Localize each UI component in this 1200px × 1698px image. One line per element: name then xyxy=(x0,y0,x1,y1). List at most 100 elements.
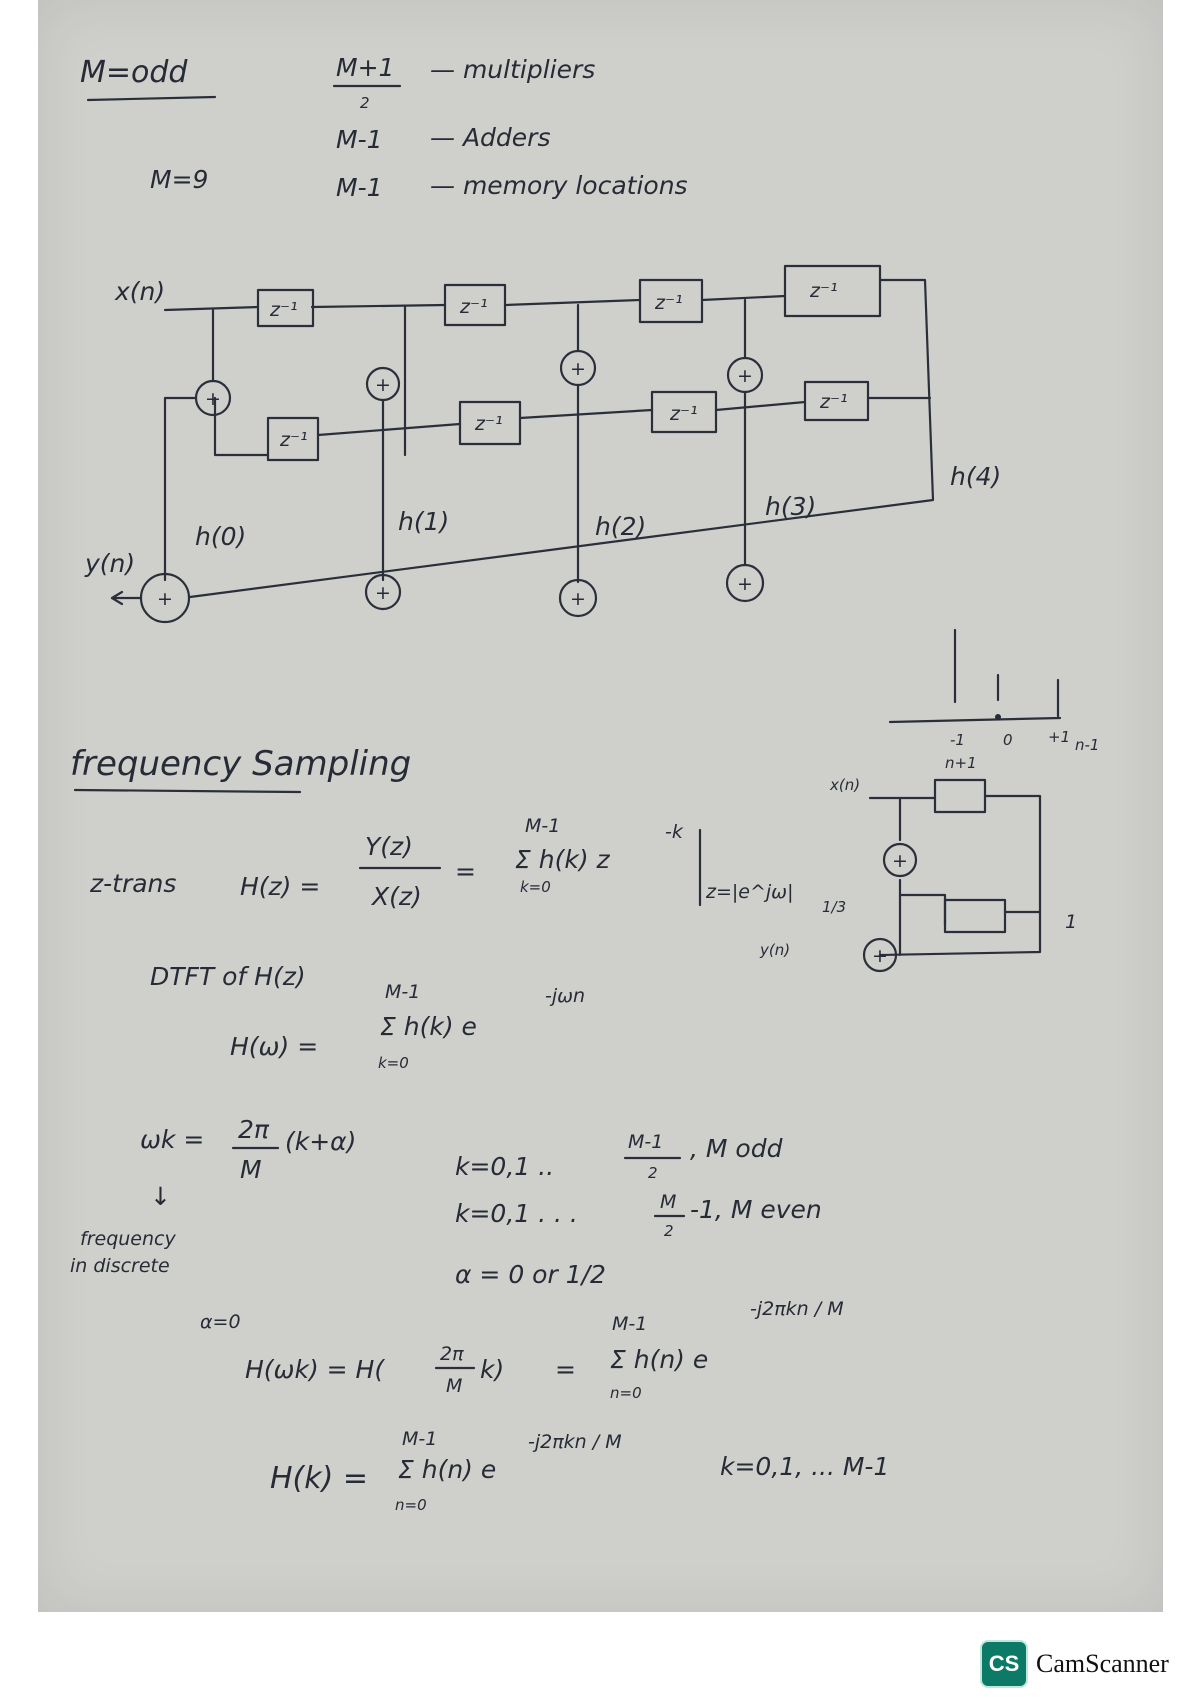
sum2-body: Σ h(k) e xyxy=(380,1012,477,1041)
alpha-zero: α=0 xyxy=(200,1311,241,1333)
down-arrow: ↓ xyxy=(150,1182,171,1211)
k-range-odd: k=0,1 .. xyxy=(455,1152,554,1181)
adder-sign-4: + xyxy=(737,365,753,387)
k-odd-bottom: 2 xyxy=(648,1164,658,1182)
delay-box-top-1 xyxy=(256,288,315,328)
input-label: x(n) xyxy=(114,277,165,306)
delay-label-2: z⁻¹ xyxy=(459,296,488,318)
delay-label-5: z⁻¹ xyxy=(279,429,308,451)
coeff-h0: h(0) xyxy=(195,522,246,551)
sum1-top: M-1 xyxy=(525,815,560,837)
sum3-top: M-1 xyxy=(612,1313,647,1335)
three-tap-diagram: x(n) + + 1/3 1 y(n) xyxy=(759,776,1077,973)
sum2-top: M-1 xyxy=(385,981,420,1003)
small-adder-sign-2: + xyxy=(872,945,888,967)
adder-out-sign-2: + xyxy=(570,588,586,610)
k-even-bottom: 2 xyxy=(664,1222,674,1240)
sum2-exp: -jωn xyxy=(545,985,585,1007)
hwk-k: k) xyxy=(480,1355,504,1384)
memory-expr: M-1 xyxy=(336,173,383,202)
xz-den: X(z) xyxy=(370,882,422,911)
adder-sign-1: + xyxy=(205,388,221,410)
adder-out-1 xyxy=(364,573,402,611)
tick-pos1: +1 xyxy=(1048,728,1070,746)
adder-out-3 xyxy=(725,563,765,603)
alpha-values: α = 0 or 1/2 xyxy=(455,1260,606,1289)
wk-num: 2π xyxy=(238,1115,270,1144)
eval-at: z=|e^jω| xyxy=(705,881,794,903)
coeff-h1: h(1) xyxy=(398,507,449,536)
delay-label-6: z⁻¹ xyxy=(474,413,503,435)
delay-label-3: z⁻¹ xyxy=(654,292,683,314)
freq-note-2: in discrete xyxy=(70,1255,170,1277)
small-adder-sign-1: + xyxy=(892,850,908,872)
delay-box-bottom-1 xyxy=(266,416,320,462)
sum1-body: Σ h(k) z xyxy=(515,845,611,874)
tick-0: 0 xyxy=(1003,731,1013,749)
k-even-top: M xyxy=(660,1191,676,1213)
k-range-even: k=0,1 . . . xyxy=(455,1199,578,1228)
tick-neg1: -1 xyxy=(950,731,965,749)
adder-out-sign-1: + xyxy=(375,582,391,604)
eq-sign-1: = xyxy=(455,857,476,886)
multipliers-label: — multipliers xyxy=(430,55,595,84)
delay-label-1: z⁻¹ xyxy=(269,299,298,321)
delay-box-bottom-2 xyxy=(458,400,522,446)
fir-structure-diagram: x(n) z⁻¹ z⁻¹ z⁻¹ z⁻¹ z⁻¹ z⁻¹ z⁻¹ z⁻¹ + +… xyxy=(84,264,1001,624)
scanned-page xyxy=(38,0,1163,1612)
adder-sign-2: + xyxy=(375,374,391,396)
sum1-exp: -k xyxy=(665,821,684,843)
hz-lhs: H(z) = xyxy=(240,872,320,901)
small-gain: 1/3 xyxy=(822,898,846,916)
wk-den: M xyxy=(240,1155,262,1184)
impulse-stem-plot: -1 0 +1 n+1 n-1 xyxy=(888,628,1099,772)
section-underline xyxy=(73,788,302,794)
adder-sign-3: + xyxy=(570,358,586,380)
adders-label: — Adders xyxy=(430,123,550,152)
k-odd-tail: , M odd xyxy=(690,1134,783,1163)
m-value: M=9 xyxy=(150,165,208,194)
delay-box-bottom-4 xyxy=(803,380,870,422)
hwk-num: 2π xyxy=(440,1343,464,1365)
hw-lhs: H(ω) = xyxy=(230,1032,318,1061)
sum3-exp: -j2πkn / M xyxy=(750,1298,844,1320)
coeff-h3: h(3) xyxy=(765,492,816,521)
small-adder-1 xyxy=(882,842,918,878)
k-even-tail: -1, M even xyxy=(690,1195,822,1224)
camscanner-logo: CS xyxy=(980,1640,1028,1688)
small-side-label: 1 xyxy=(1065,911,1077,933)
output-label: y(n) xyxy=(84,549,135,578)
stem-right-label: n-1 xyxy=(1075,736,1099,754)
dtft-label: DTFT of H(z) xyxy=(150,962,306,991)
adder-out-sign-3: + xyxy=(737,573,753,595)
eq-sign-2: = xyxy=(555,1355,576,1384)
small-output-label: y(n) xyxy=(759,941,790,959)
hk-lhs: H(k) = xyxy=(270,1461,368,1496)
wk-rest: (k+α) xyxy=(285,1127,356,1156)
delay-label-8: z⁻¹ xyxy=(819,391,848,413)
sum4-bottom: n=0 xyxy=(395,1496,427,1514)
adder-out-2 xyxy=(558,578,598,618)
section-title: frequency Sampling xyxy=(70,744,411,784)
stem-left-label: n+1 xyxy=(945,754,977,772)
yz-num: Y(z) xyxy=(365,832,413,861)
camscanner-brand: CamScanner xyxy=(1036,1649,1169,1678)
ztrans-label: z-trans xyxy=(89,869,176,898)
sum3-bottom: n=0 xyxy=(610,1384,642,1402)
hwk-den: M xyxy=(446,1375,462,1397)
sum3-body: Σ h(n) e xyxy=(610,1345,708,1374)
wk-lhs: ωk = xyxy=(140,1125,204,1154)
delay-box-top-4 xyxy=(783,264,882,318)
sum4-exp: -j2πkn / M xyxy=(528,1431,622,1453)
k-odd-top: M-1 xyxy=(628,1131,663,1153)
delay-label-7: z⁻¹ xyxy=(669,403,698,425)
small-adder-2 xyxy=(862,937,898,973)
delay-box-top-2 xyxy=(443,283,507,327)
sum4-top: M-1 xyxy=(402,1428,437,1450)
small-delay-2 xyxy=(943,898,1007,934)
delay-box-top-3 xyxy=(638,278,704,324)
hk-range: k=0,1, ... M-1 xyxy=(720,1452,889,1481)
small-input-label: x(n) xyxy=(829,776,860,794)
mult-frac-bottom: 2 xyxy=(360,94,370,112)
sum2-bottom: k=0 xyxy=(378,1054,409,1072)
